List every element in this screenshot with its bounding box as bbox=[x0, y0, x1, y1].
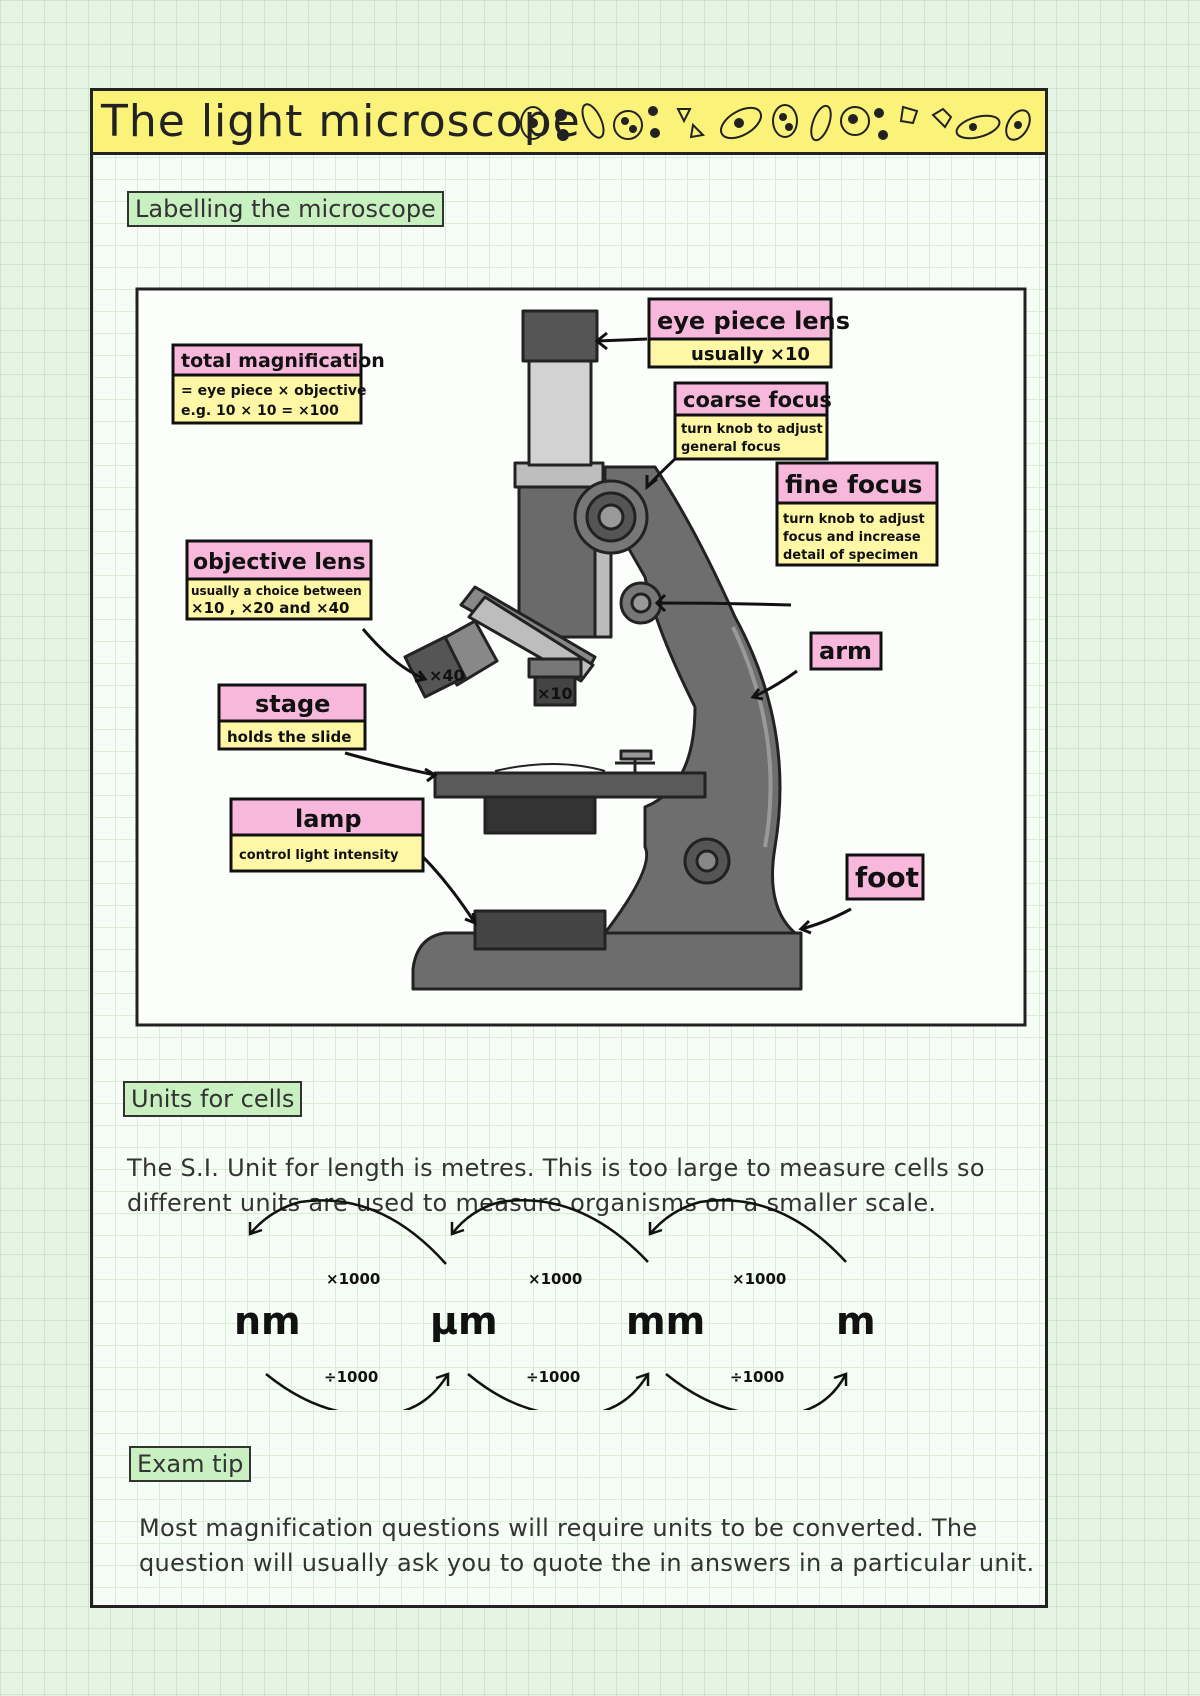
label-boxes bbox=[171, 297, 939, 901]
foot-title: foot bbox=[855, 861, 919, 894]
objective-title: objective lens bbox=[193, 550, 366, 575]
units-text-line1: The S.I. Unit for length is metres. This… bbox=[127, 1154, 985, 1182]
label-arrows bbox=[344, 331, 852, 935]
coarse-focus-title: coarse focus bbox=[683, 388, 832, 412]
unit-nm: nm bbox=[234, 1299, 301, 1343]
exam-text-line2: question will usually ask you to quote t… bbox=[139, 1549, 1035, 1577]
lamp-line1: control light intensity bbox=[239, 848, 399, 863]
unit-um: μm bbox=[430, 1299, 498, 1343]
conversion-arrows bbox=[248, 1199, 848, 1410]
lens-x40-label: ×40 bbox=[429, 666, 465, 685]
objective-line1: usually a choice between bbox=[191, 584, 362, 598]
section-units: Units for cells bbox=[123, 1081, 303, 1117]
total-magnification-title: total magnification bbox=[181, 350, 385, 372]
coarse-focus-line1: turn knob to adjust bbox=[681, 422, 823, 437]
units-text-line2: different units are used to measure orga… bbox=[127, 1189, 937, 1217]
divide-label-1: ÷1000 bbox=[324, 1368, 378, 1386]
lamp-title: lamp bbox=[295, 805, 362, 833]
stage-line1: holds the slide bbox=[227, 728, 351, 746]
microscope-body bbox=[403, 309, 803, 991]
page-title: The light microscope bbox=[101, 96, 581, 147]
total-magnification-line1: = eye piece × objective bbox=[181, 383, 367, 399]
microscope-diagram: ×40 ×10 total magnification = e bbox=[135, 287, 1027, 1027]
unit-m: m bbox=[836, 1299, 876, 1343]
unit-mm: mm bbox=[626, 1299, 705, 1343]
eye-piece-title: eye piece lens bbox=[657, 307, 850, 335]
fine-focus-title: fine focus bbox=[785, 470, 923, 499]
lens-x10-label: ×10 bbox=[537, 684, 573, 703]
fine-focus-line2: focus and increase bbox=[783, 530, 921, 545]
title-bar: The light microscope bbox=[93, 91, 1045, 155]
multiply-label-2: ×1000 bbox=[528, 1270, 582, 1288]
section-labelling: Labelling the microscope bbox=[127, 191, 444, 227]
unit-conversion-diagram: nm μm mm m ×1000 ×1000 ×1000 ÷1000 ÷1000… bbox=[234, 1199, 876, 1410]
fine-focus-line3: detail of specimen bbox=[783, 548, 918, 563]
arm-title: arm bbox=[819, 637, 872, 665]
multiply-label-1: ×1000 bbox=[326, 1270, 380, 1288]
objective-line2: ×10 , ×20 and ×40 bbox=[191, 599, 349, 617]
multiply-label-3: ×1000 bbox=[732, 1270, 786, 1288]
total-magnification-line2: e.g. 10 × 10 = ×100 bbox=[181, 403, 339, 419]
section-exam-tip: Exam tip bbox=[129, 1446, 252, 1482]
stage-title: stage bbox=[255, 690, 330, 718]
coarse-focus-line2: general focus bbox=[681, 440, 781, 455]
cells-doodle-icon bbox=[520, 103, 1031, 142]
exam-text-line1: Most magnification questions will requir… bbox=[139, 1514, 978, 1542]
eye-piece-line1: usually ×10 bbox=[691, 344, 810, 365]
divide-label-3: ÷1000 bbox=[730, 1368, 784, 1386]
fine-focus-line1: turn knob to adjust bbox=[783, 512, 925, 527]
divide-label-2: ÷1000 bbox=[526, 1368, 580, 1386]
worksheet: The light microscope Labelling the bbox=[90, 88, 1048, 1608]
